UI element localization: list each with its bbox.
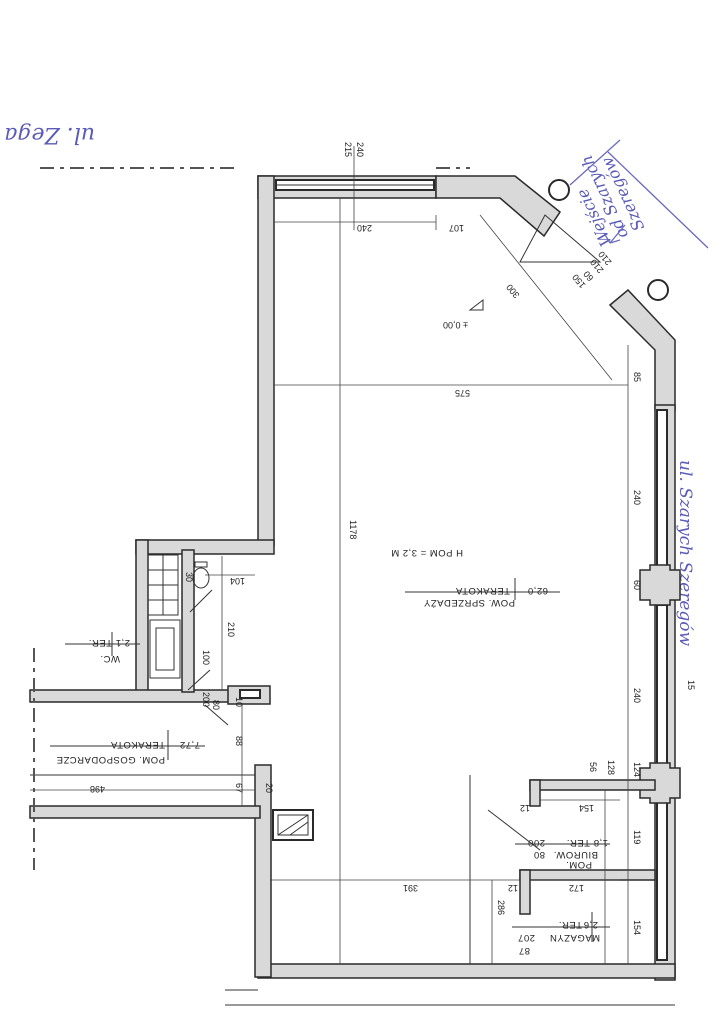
wall-left-upper xyxy=(257,175,275,547)
column-bottom xyxy=(647,279,669,301)
dim-label: 215 xyxy=(343,142,353,157)
toilet-icon xyxy=(192,567,210,589)
utility-room-floor: TERAKOTA xyxy=(110,739,165,750)
dim-label: 210 xyxy=(226,622,236,637)
wall-wc-right xyxy=(181,549,195,693)
window-right-1 xyxy=(656,409,668,571)
pillar-2 xyxy=(639,762,681,804)
dim-label: 12 xyxy=(520,803,530,813)
dim-label: 240 xyxy=(632,490,642,505)
dim-label: 240 xyxy=(355,142,365,157)
level-marker xyxy=(468,298,484,311)
sales-room-name: POW. SPRZEDAŻY xyxy=(423,597,515,608)
dim-label: 240 xyxy=(357,223,372,233)
dim-label: 107 xyxy=(449,223,464,233)
dim-label: 10 xyxy=(234,697,244,707)
wall-office-left xyxy=(529,779,541,807)
street-line-hand xyxy=(569,139,709,249)
storage-door-height: 207 xyxy=(518,932,535,943)
office-door-height: 200 xyxy=(528,837,545,848)
wall-storage-left xyxy=(519,869,531,915)
dim-label: 1178 xyxy=(348,520,358,539)
office-room-floor: TER. xyxy=(566,837,590,848)
dim-label: 30 xyxy=(184,572,194,582)
street-label-top: ul. Zega xyxy=(4,122,95,147)
dim-label: 154 xyxy=(632,920,642,935)
window-right-3 xyxy=(656,799,668,961)
sales-height: H POM = 3,2 M xyxy=(391,547,463,558)
wall-left-mid xyxy=(135,539,275,555)
office-room-area: 1,8 xyxy=(593,837,608,848)
dim-label: 286 xyxy=(496,900,506,915)
office-door-width: 80 xyxy=(533,849,545,860)
dim-label: 56 xyxy=(588,762,598,772)
street-label-right: ul. Szarych Szeregów xyxy=(675,460,695,647)
wc-sink xyxy=(149,619,181,679)
utility-room-area: 7,72 xyxy=(180,739,201,750)
wall-diagonal-bottom xyxy=(608,288,676,411)
pillar-1 xyxy=(639,564,681,606)
svg-text:ul. Szarych Szeregów: ul. Szarych Szeregów xyxy=(675,460,695,647)
dim-label: 12 xyxy=(508,883,518,893)
dim-label: 575 xyxy=(455,388,470,398)
dim-label: 300 xyxy=(504,282,521,300)
office-room-name-2: BIUROW. xyxy=(553,849,598,860)
wall-utility-stub-inner xyxy=(239,689,261,699)
storage-room-area: 2,6 xyxy=(583,919,598,930)
entrance-ramp xyxy=(519,214,602,263)
wc-room-name: WC. xyxy=(100,653,120,664)
dim-label: 15 xyxy=(686,680,696,690)
sales-room-area: 62,0 xyxy=(528,585,549,596)
column-top xyxy=(548,179,570,201)
office-room-name: POM. xyxy=(566,859,592,870)
dim-label: 154 xyxy=(579,803,594,813)
dim-label: 20 xyxy=(264,783,274,793)
utility-room-name: POM. GOSPODARCZE xyxy=(56,754,165,765)
wall-diagonal-top xyxy=(435,175,562,238)
wall-utility-bottom xyxy=(29,805,261,819)
window-right-2 xyxy=(656,604,668,771)
office-door-swing xyxy=(487,809,541,851)
level-label: ± 0,00 xyxy=(443,320,468,330)
wc-room-floor: TER. xyxy=(88,637,112,648)
svg-text:ul. Zega: ul. Zega xyxy=(4,122,95,147)
wall-storage-top xyxy=(519,869,656,881)
dim-label: 88 xyxy=(234,736,244,746)
dim-label: 60 xyxy=(581,269,595,283)
dim-label: 391 xyxy=(403,883,418,893)
dim-label: 200 xyxy=(201,692,211,707)
wall-left-lower xyxy=(254,764,272,978)
wall-bottom xyxy=(257,963,676,979)
dim-diag-300 xyxy=(479,214,613,381)
wall-wc-left xyxy=(135,539,149,693)
storage-room-floor: TER. xyxy=(558,919,582,930)
dim-label: 119 xyxy=(632,830,642,844)
dim-label: 60 xyxy=(632,580,642,590)
dim-label: 100 xyxy=(201,650,211,665)
dim-label: 104 xyxy=(230,576,245,586)
dim-label: 128 xyxy=(606,760,616,775)
dim-label: 240 xyxy=(632,688,642,703)
entrance-arrow xyxy=(603,224,626,244)
dim-label: 172 xyxy=(569,883,584,893)
wc-room-area: 2,1 xyxy=(115,637,130,648)
dim-label: 67 xyxy=(234,783,244,793)
wall-office-top xyxy=(529,779,656,791)
dim-label: 85 xyxy=(632,372,642,382)
dim-label: 124 xyxy=(632,762,642,777)
dim-label: 80 xyxy=(211,700,221,710)
sales-room-floor: TERAKOTA xyxy=(455,585,510,596)
storage-room-name: MAGAZYN xyxy=(550,932,600,943)
dim-label: 498 xyxy=(90,784,105,794)
storage-door-width: 87 xyxy=(518,945,530,956)
